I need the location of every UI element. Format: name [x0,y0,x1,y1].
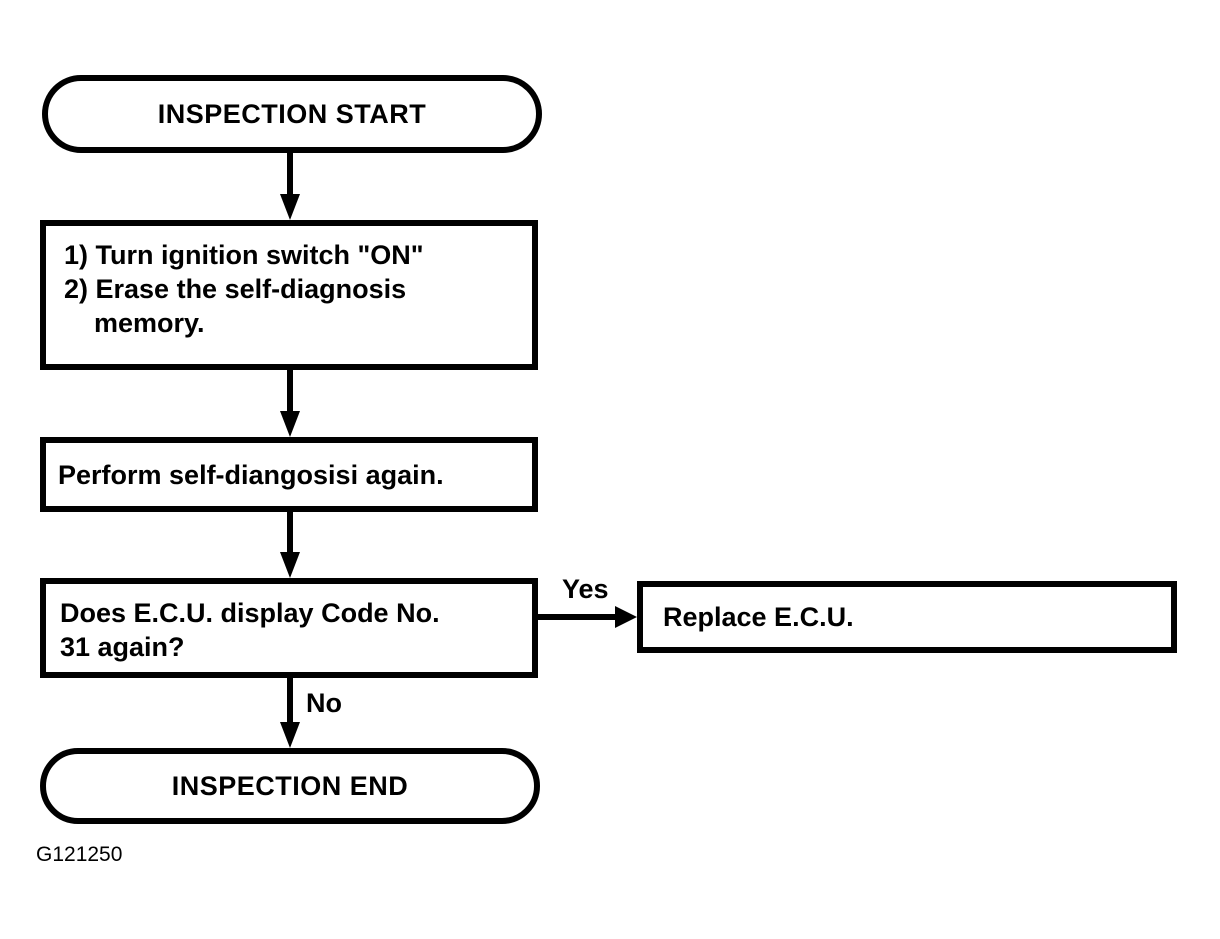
arrow-shaft [287,153,293,196]
arrow-down-head-icon [280,194,300,220]
arrow-start-to-erase-step [280,153,300,220]
erase-step-line2: 2) Erase the self-diagnosis [64,274,407,304]
arrow-down-head-icon [280,411,300,437]
self-diagnosis-step-box: Perform self-diangosisi again. [40,437,538,512]
inspection-end-label: INSPECTION END [171,771,409,801]
erase-step-line3: memory. [94,308,205,338]
arrow-erase-to-selfdiagnosis [280,370,300,437]
erase-step-line1: 1) Turn ignition switch "ON" [64,240,424,270]
self-diagnosis-label: Perform self-diangosisi again. [58,459,444,490]
arrow-decision-to-replace [538,606,637,628]
arrow-shaft [538,614,617,620]
arrow-decision-to-end [280,678,300,748]
decision-line1: Does E.C.U. display Code No. [60,598,440,628]
edge-label-no: No [306,688,342,718]
arrow-shaft [287,512,293,554]
arrow-shaft [287,370,293,413]
arrow-down-head-icon [280,552,300,578]
inspection-start-label: INSPECTION START [157,99,427,129]
inspection-end-terminal: INSPECTION END [40,748,540,824]
decision-line2: 31 again? [60,632,185,662]
arrow-down-head-icon [280,722,300,748]
edge-label-yes: Yes [562,574,609,604]
arrow-selfdiagnosis-to-decision [280,512,300,578]
replace-ecu-box: Replace E.C.U. [637,581,1177,653]
figure-id: G121250 [36,843,123,866]
arrow-shaft [287,678,293,724]
code31-decision-box: Does E.C.U. display Code No. 31 again? [40,578,538,678]
replace-ecu-label: Replace E.C.U. [663,602,854,632]
inspection-start-terminal: INSPECTION START [42,75,542,153]
erase-memory-step-box: 1) Turn ignition switch "ON" 2) Erase th… [40,220,538,370]
arrow-right-head-icon [615,606,637,628]
